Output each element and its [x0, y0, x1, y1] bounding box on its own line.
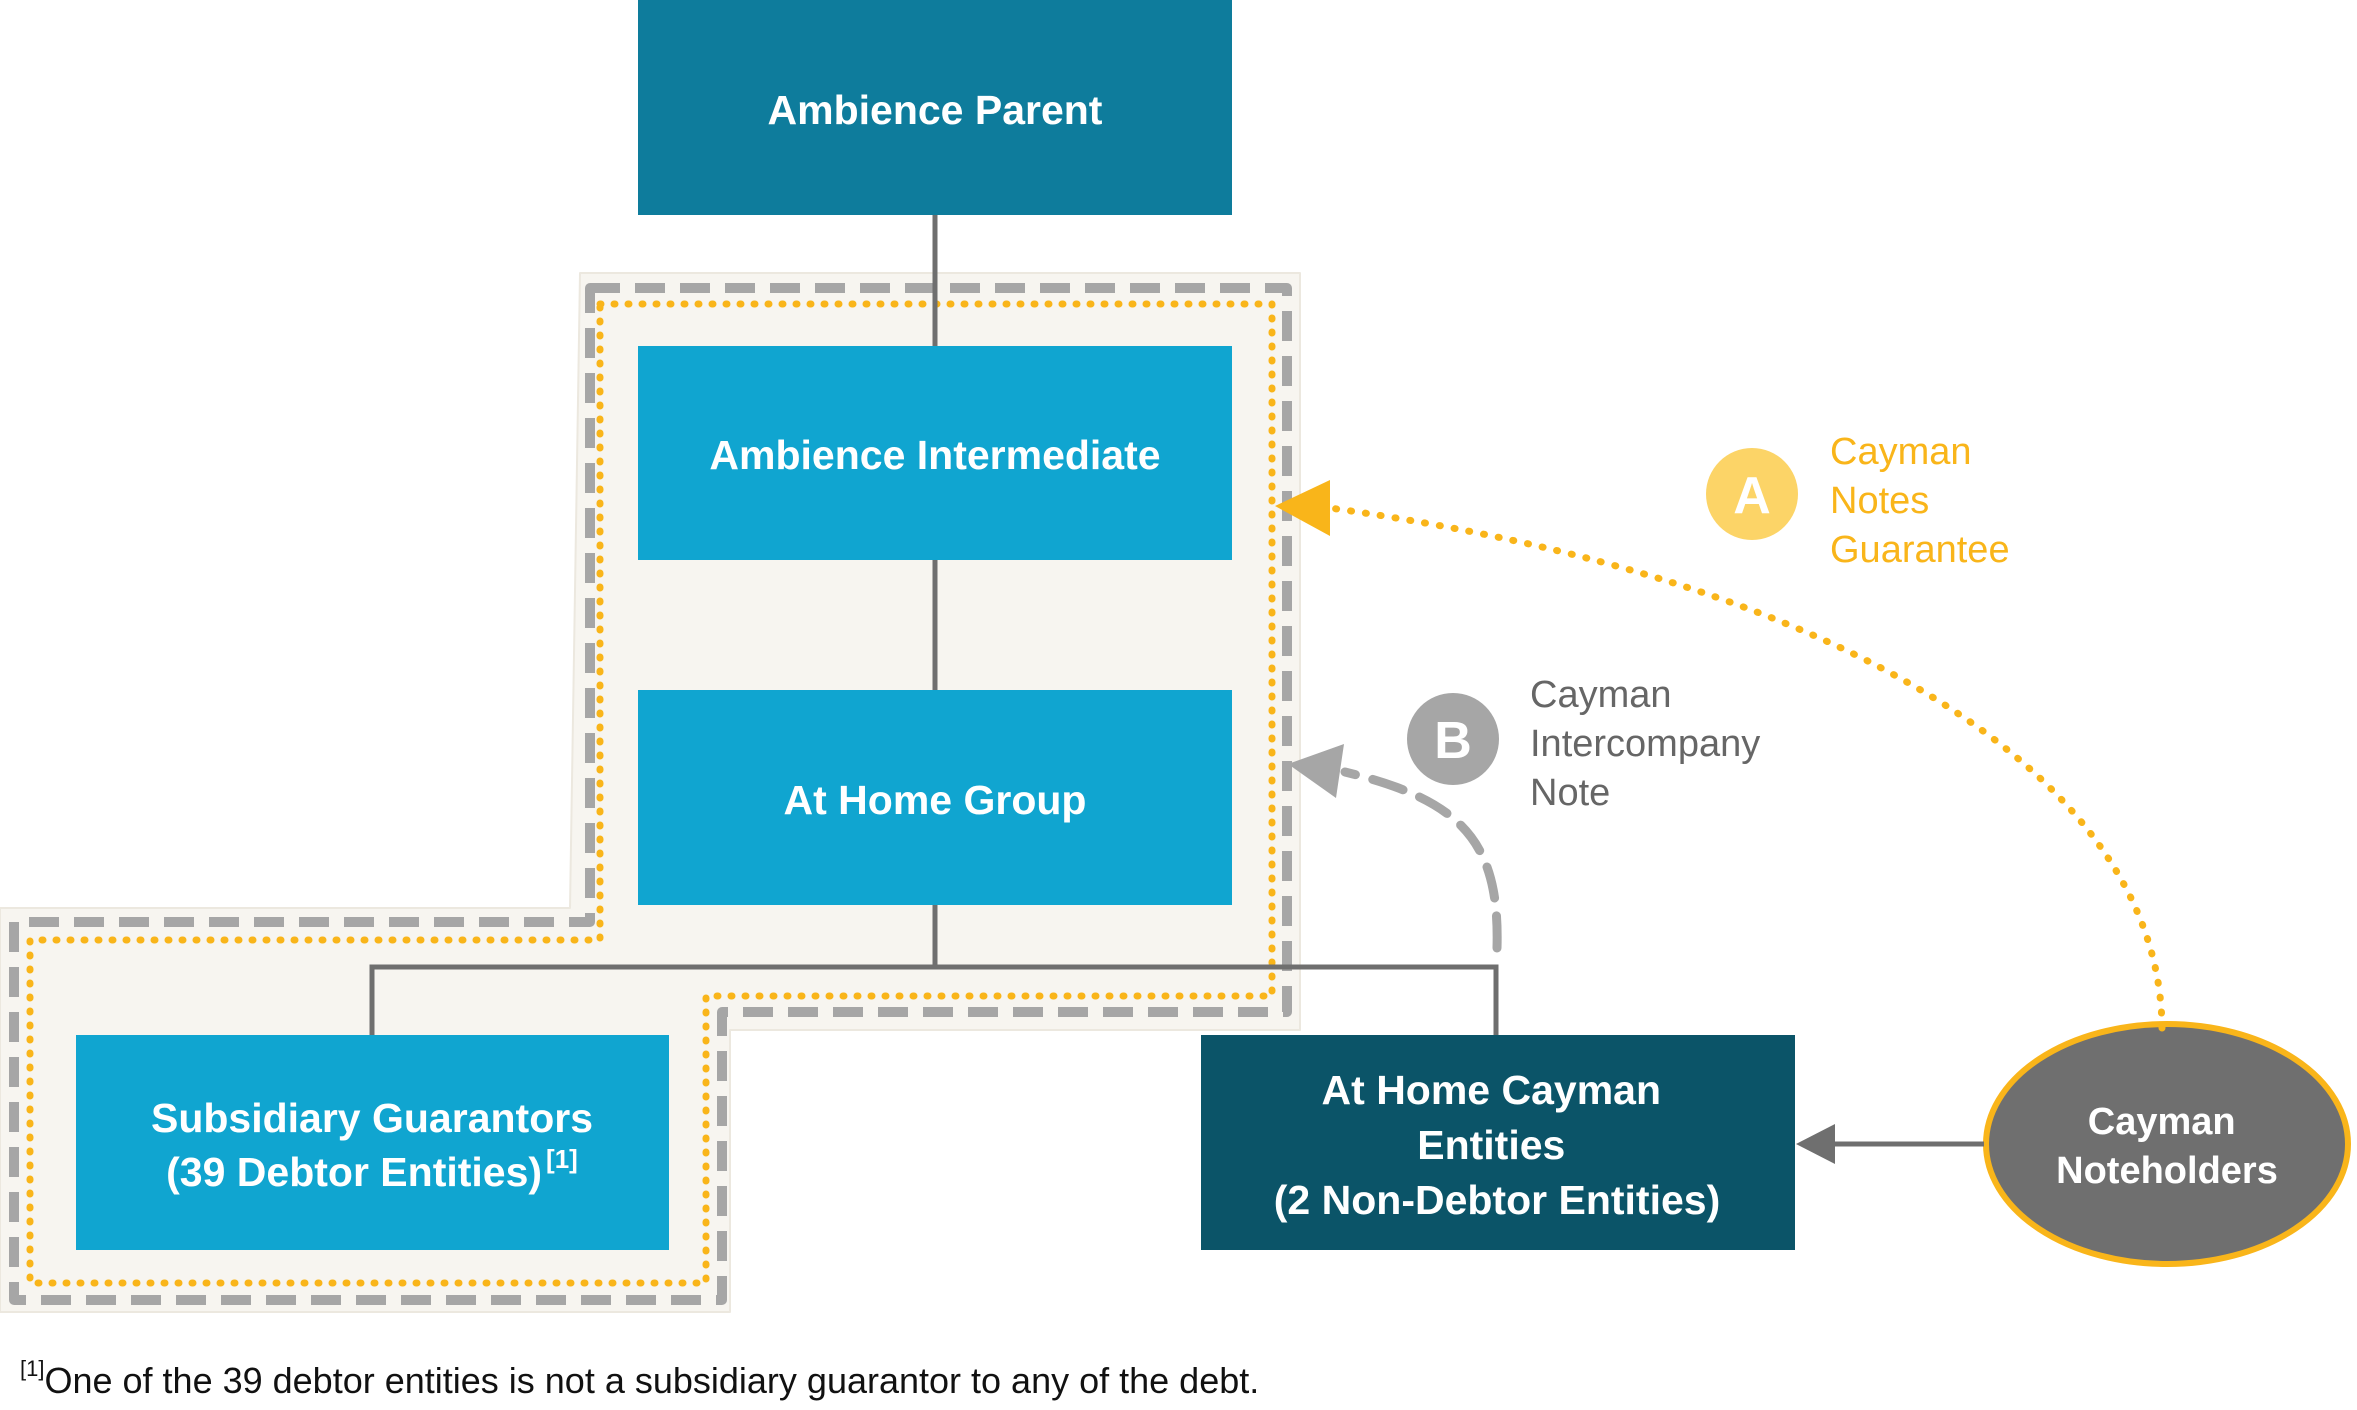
- cayman-notes-guarantee-line1: Cayman: [1830, 431, 1972, 473]
- cayman-intercompany-note-arrow: [1288, 744, 1502, 953]
- subsidiary-guarantors-footnote-ref: [1]: [546, 1144, 578, 1174]
- subsidiary-guarantors-box: [76, 1035, 669, 1250]
- cayman-intercompany-note-line3: Note: [1530, 772, 1610, 814]
- subsidiary-guarantors-label: Subsidiary Guarantors: [151, 1095, 593, 1141]
- intercompany-boundary-dashed: [9, 283, 1292, 1305]
- subsidiary-guarantors-line2: (39 Debtor Entities): [166, 1149, 542, 1195]
- ambience-intermediate-box: [638, 346, 1232, 560]
- ambience-parent-box: [638, 0, 1232, 215]
- footnote-marker: [1]: [20, 1356, 45, 1381]
- org-connectors: [369, 215, 1499, 1035]
- footnote: [1]One of the 39 debtor entities is not …: [20, 1356, 1260, 1402]
- badge-a-letter: A: [1733, 467, 1771, 525]
- cayman-notes-guarantee-label: Cayman Notes Guarantee: [1830, 431, 2010, 571]
- subsidiary-guarantors-count: (39 Debtor Entities): [166, 1149, 542, 1195]
- at-home-group-box: [638, 690, 1232, 905]
- guarantee-boundary-dotted: [26, 300, 1276, 1287]
- cayman-intercompany-note-label: Cayman Intercompany Note: [1530, 674, 1771, 814]
- cayman-entities-label: At Home Cayman Entities (2 Non-Debtor En…: [1274, 1067, 1720, 1223]
- cayman-intercompany-note-line1: Cayman: [1530, 674, 1672, 716]
- cayman-notes-guarantee-line3: Guarantee: [1830, 529, 2010, 571]
- at-home-group-label: At Home Group: [784, 777, 1087, 823]
- cayman-notes-guarantee-line2: Notes: [1830, 480, 1929, 522]
- footnote-text: One of the 39 debtor entities is not a s…: [44, 1360, 1260, 1401]
- cayman-notes-guarantee-arrow: [1275, 480, 2166, 1032]
- cayman-noteholders-line2: Noteholders: [2056, 1150, 2278, 1192]
- cayman-entities-line3: (2 Non-Debtor Entities): [1274, 1177, 1720, 1223]
- subsidiary-guarantors-line1: Subsidiary Guarantors: [151, 1095, 593, 1141]
- noteholders-to-cayman-arrow: [1796, 1124, 1984, 1164]
- cayman-entities-box: [1201, 1035, 1795, 1250]
- cayman-noteholders-node: [1983, 1021, 2351, 1267]
- badge-a: [1706, 448, 1798, 540]
- cayman-intercompany-note-line2: Intercompany: [1530, 723, 1760, 765]
- badge-b: [1407, 693, 1499, 785]
- cayman-entities-line2: Entities: [1417, 1122, 1565, 1168]
- badge-b-letter: B: [1434, 712, 1472, 770]
- ambience-intermediate-label: Ambience Intermediate: [709, 432, 1160, 478]
- cayman-entities-line1: At Home Cayman: [1322, 1067, 1661, 1113]
- ambience-parent-label: Ambience Parent: [768, 87, 1103, 133]
- cayman-noteholders-label: Cayman Noteholders: [2056, 1101, 2278, 1192]
- cayman-noteholders-line1: Cayman: [2088, 1101, 2236, 1143]
